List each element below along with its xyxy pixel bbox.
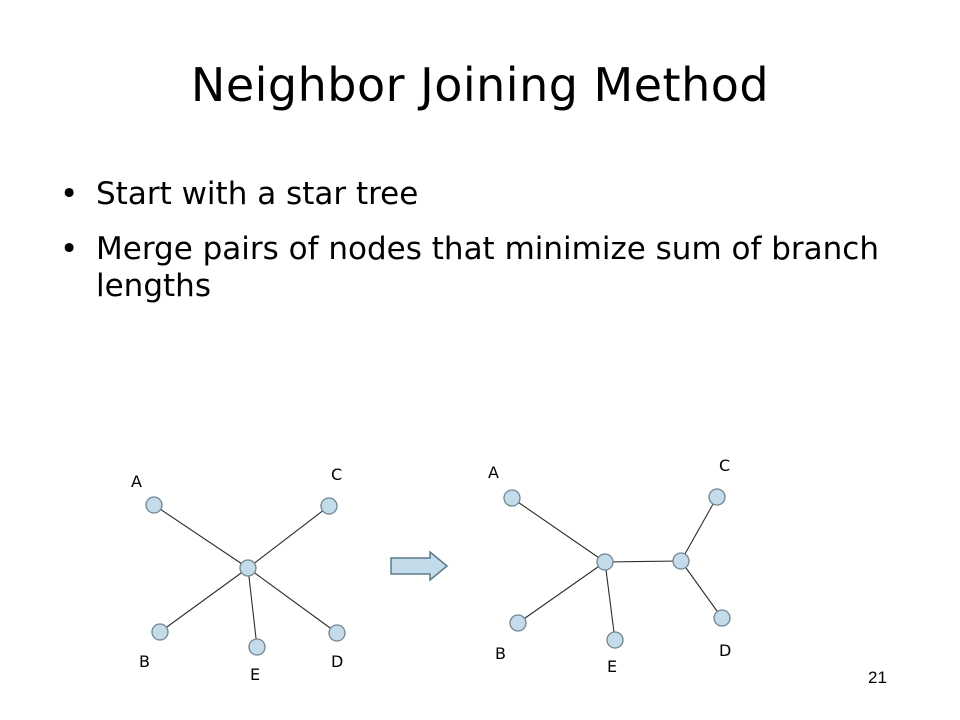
edge-left-a <box>511 497 606 563</box>
label-c: C <box>719 456 730 475</box>
node-center <box>239 559 257 577</box>
right-arrow-icon <box>390 550 449 582</box>
edge-center-e <box>247 567 258 648</box>
node-b <box>509 614 527 632</box>
node-a <box>503 489 521 507</box>
edge-left-b <box>517 561 606 624</box>
node-e <box>606 631 624 649</box>
label-e: E <box>607 657 617 676</box>
edge-right-c <box>680 496 718 562</box>
label-c: C <box>331 465 342 484</box>
edge-center-a <box>153 504 249 569</box>
bullet-list: • Start with a star tree • Merge pairs o… <box>60 176 920 324</box>
label-e: E <box>250 665 260 684</box>
edge-center-d <box>247 567 338 634</box>
edge-internal <box>604 560 682 563</box>
node-e <box>248 638 266 656</box>
label-d: D <box>331 652 343 671</box>
bullet-text: Merge pairs of nodes that minimize sum o… <box>96 231 879 305</box>
node-d <box>713 609 731 627</box>
label-b: B <box>139 652 150 671</box>
bullet-item: • Merge pairs of nodes that minimize sum… <box>60 231 920 305</box>
node-d <box>328 624 346 642</box>
edge-right-d <box>680 560 723 619</box>
bullet-item: • Start with a star tree <box>60 176 920 213</box>
edge-left-e <box>604 561 616 641</box>
label-a: A <box>488 463 499 482</box>
label-d: D <box>719 641 731 660</box>
edge-center-b <box>159 567 249 633</box>
node-c <box>320 497 338 515</box>
joined-tree: A C B E D <box>488 456 731 676</box>
bullet-text: Start with a star tree <box>96 176 419 212</box>
edge-center-c <box>247 505 330 569</box>
node-b <box>151 623 169 641</box>
star-tree: A C B E D <box>131 465 346 684</box>
bullet-dot-icon: • <box>60 176 79 212</box>
node-a <box>145 496 163 514</box>
node-c <box>708 488 726 506</box>
page-number: 21 <box>868 668 887 687</box>
label-a: A <box>131 472 142 491</box>
node-internal-left <box>596 553 614 571</box>
label-b: B <box>495 644 506 663</box>
bullet-dot-icon: • <box>60 231 79 268</box>
slide-title: Neighbor Joining Method <box>190 58 770 112</box>
node-internal-right <box>672 552 690 570</box>
